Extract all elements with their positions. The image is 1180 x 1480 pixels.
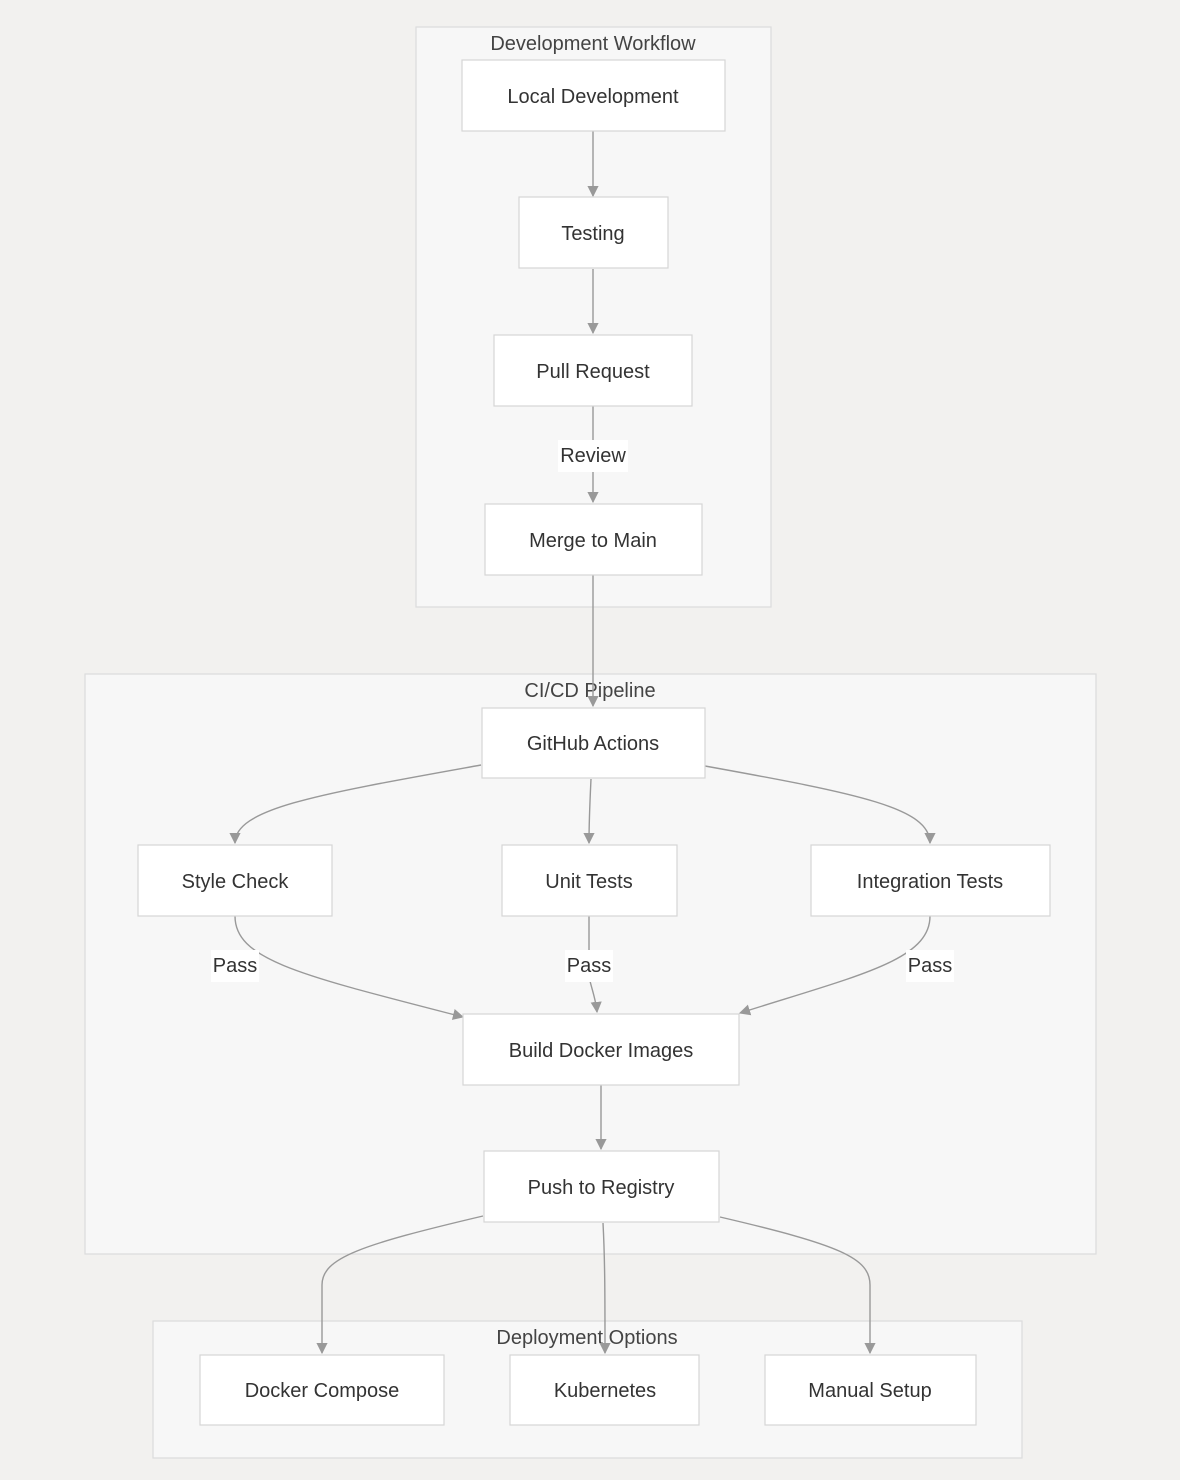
node-pull-request: Pull Request — [493, 334, 693, 407]
node-testing: Testing — [518, 196, 669, 269]
node-label-pull-request: Pull Request — [536, 361, 650, 383]
cluster-title-deployment-options: Deployment Options — [496, 1327, 677, 1349]
node-label-local-development: Local Development — [507, 86, 679, 108]
node-manual-setup: Manual Setup — [764, 1354, 977, 1426]
node-local-development: Local Development — [461, 59, 726, 132]
node-label-integration-tests: Integration Tests — [857, 871, 1003, 893]
node-push-to-registry: Push to Registry — [483, 1150, 720, 1223]
nodes: Local Development Testing Pull Request M… — [137, 59, 1051, 1426]
node-style-check: Style Check — [137, 844, 333, 917]
node-label-style-check: Style Check — [182, 871, 290, 893]
edge-integration-tests-to-build — [738, 915, 931, 1016]
node-label-build-docker-images: Build Docker Images — [509, 1040, 694, 1062]
node-label-manual-setup: Manual Setup — [808, 1380, 931, 1402]
edge-github-actions-to-unit-tests — [583, 778, 595, 845]
cluster-title-cicd-pipeline: CI/CD Pipeline — [524, 680, 655, 702]
node-label-testing: Testing — [561, 223, 624, 245]
edge-labels: Review Pass Pass Pass — [211, 440, 954, 982]
edge-label-pass-style: Pass — [213, 955, 257, 977]
node-kubernetes: Kubernetes — [509, 1354, 700, 1426]
node-label-unit-tests: Unit Tests — [545, 871, 632, 893]
edge-label-review: Review — [560, 445, 626, 467]
edge-label-pass-unit: Pass — [567, 955, 611, 977]
edge-style-check-to-build — [234, 915, 465, 1020]
node-integration-tests: Integration Tests — [810, 844, 1051, 917]
edge-push-to-kubernetes — [599, 1222, 611, 1355]
edge-label-pass-integration: Pass — [908, 955, 952, 977]
node-label-github-actions: GitHub Actions — [527, 733, 659, 755]
edge-push-to-docker-compose — [316, 1215, 484, 1355]
node-unit-tests: Unit Tests — [501, 844, 678, 917]
edge-github-actions-to-integration-tests — [704, 765, 936, 845]
node-merge-to-main: Merge to Main — [484, 503, 703, 576]
node-label-push-to-registry: Push to Registry — [528, 1177, 675, 1199]
edge-push-to-manual-setup — [719, 1216, 876, 1355]
cluster-title-development-workflow: Development Workflow — [490, 33, 696, 55]
node-label-docker-compose: Docker Compose — [245, 1380, 400, 1402]
node-label-kubernetes: Kubernetes — [554, 1380, 656, 1402]
node-docker-compose: Docker Compose — [199, 1354, 445, 1426]
node-github-actions: GitHub Actions — [481, 707, 706, 779]
edge-github-actions-to-style-check — [229, 764, 482, 845]
node-label-merge-to-main: Merge to Main — [529, 530, 657, 552]
node-build-docker-images: Build Docker Images — [462, 1013, 740, 1086]
